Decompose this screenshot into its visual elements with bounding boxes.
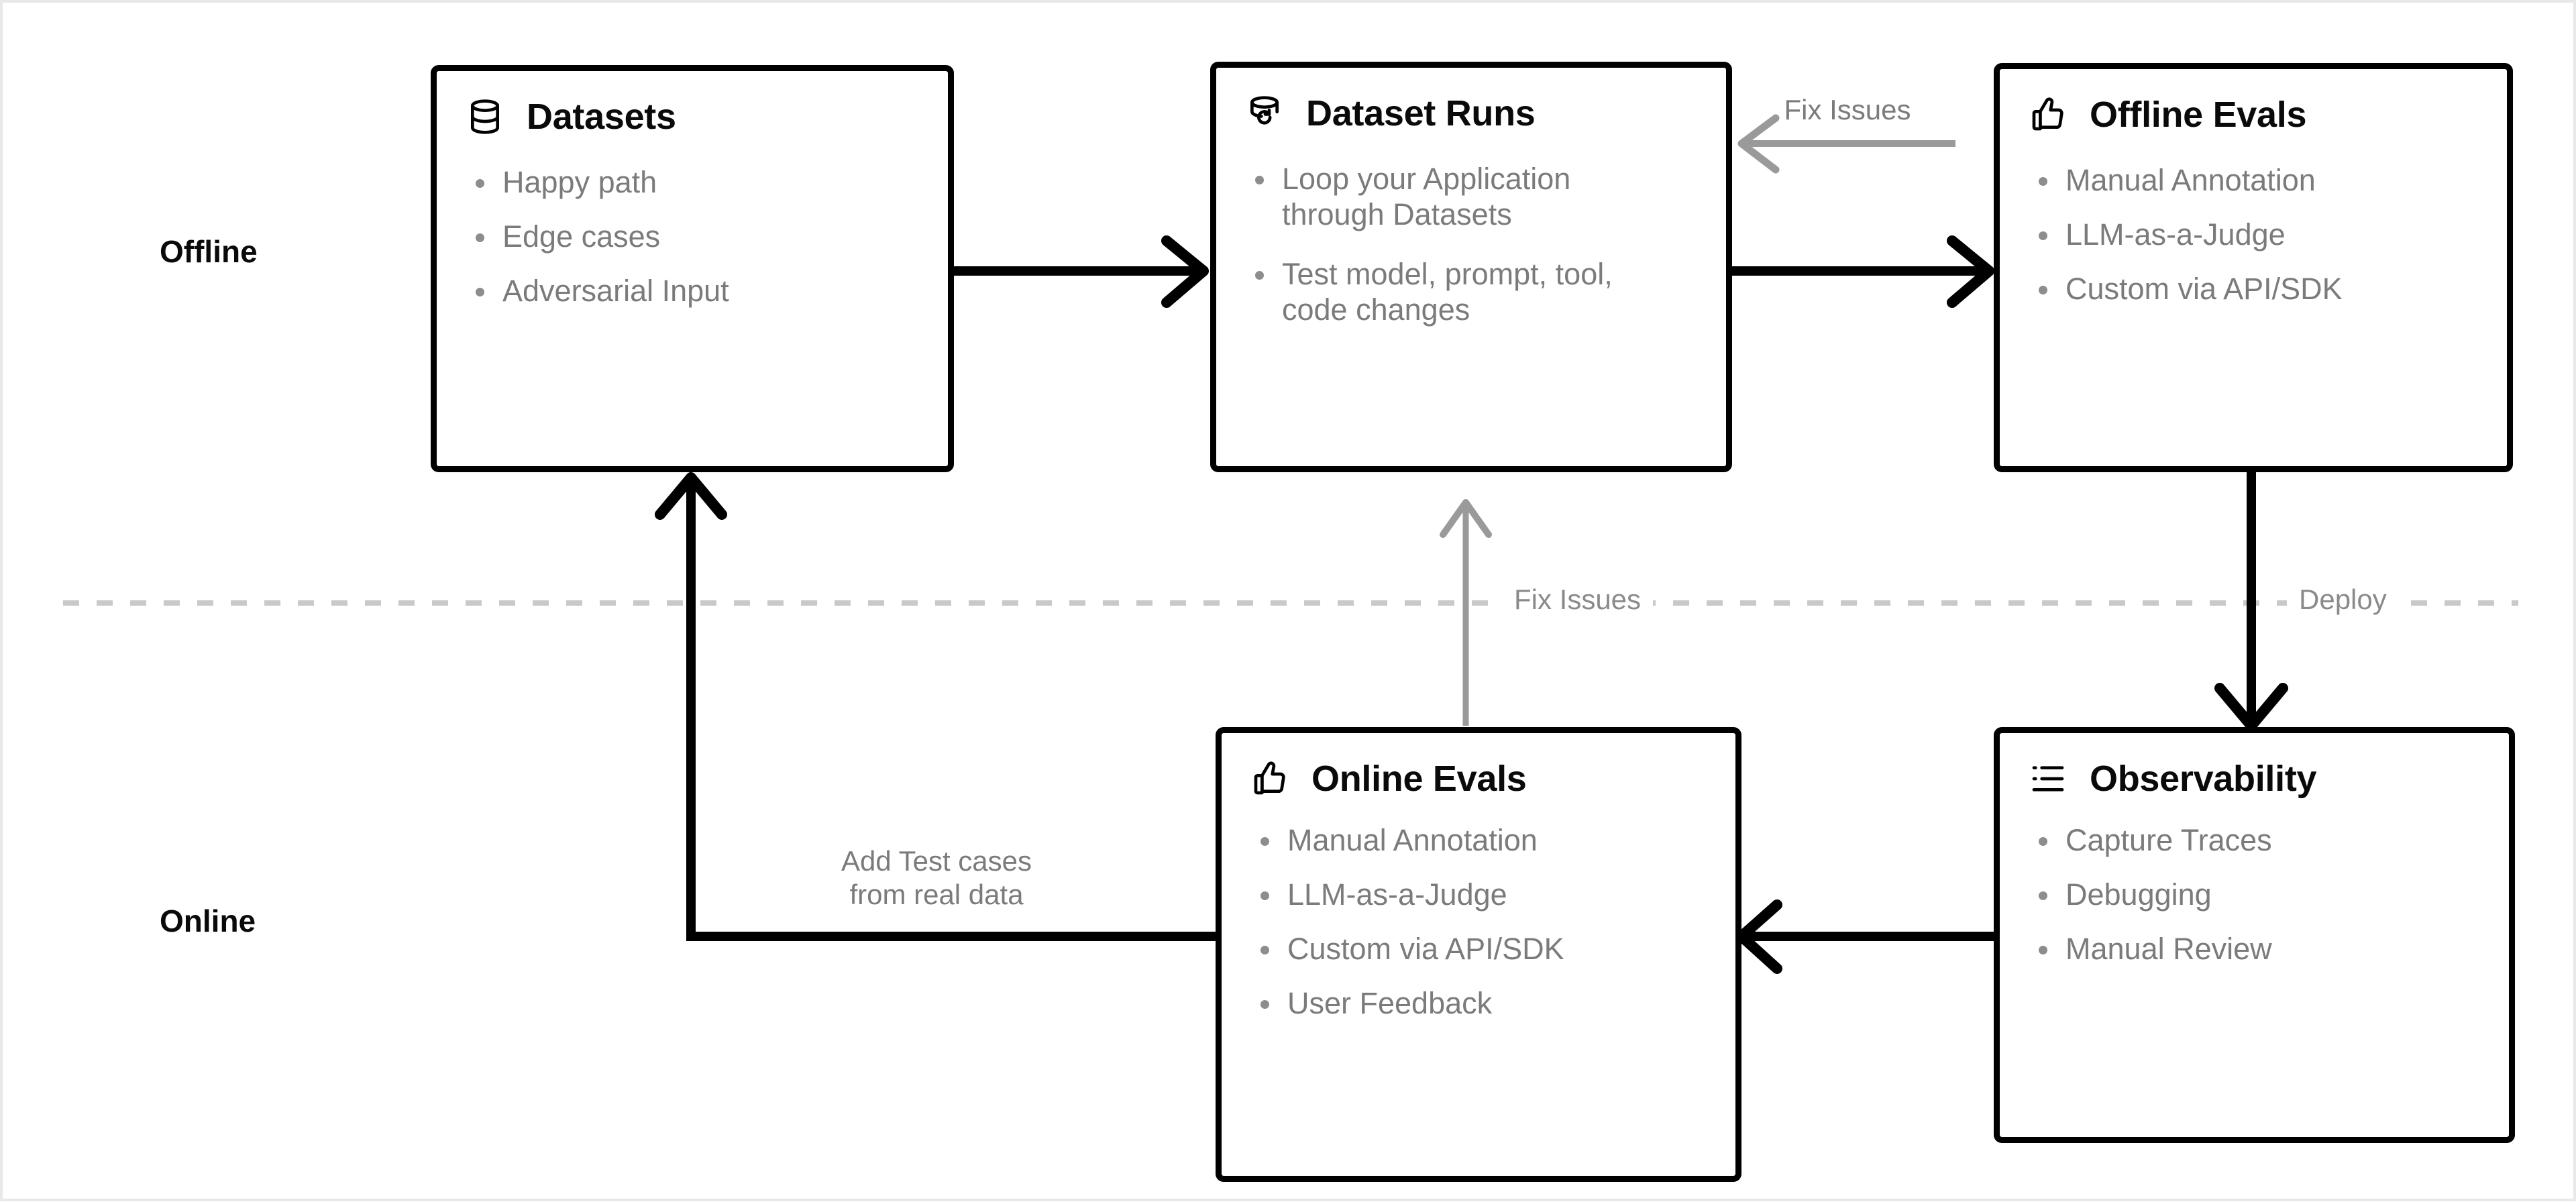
node-datasets-title: Datasets (527, 97, 676, 137)
list-item: LLM-as-a-Judge (1251, 877, 1706, 912)
list-item: Capture Traces (2029, 822, 2479, 858)
node-offline-evals-list: Manual Annotation LLM-as-a-Judge Custom … (2029, 162, 2477, 307)
edge-label-add-test-cases: Add Test cases from real data (841, 845, 1032, 910)
divider-label-deploy: Deploy (2287, 584, 2399, 616)
node-offline-evals-header: Offline Evals (2029, 96, 2477, 134)
database-refresh-icon (1250, 96, 1279, 125)
node-offline-evals[interactable]: Offline Evals Manual Annotation LLM-as-a… (1994, 63, 2513, 472)
thumbs-up-icon (1254, 761, 1285, 795)
edge-observability-to-online-evals (1736, 899, 1994, 974)
list-item: Loop your Application through Datasets (1246, 161, 1658, 232)
lane-label-offline: Offline (160, 234, 258, 269)
list-item: Manual Annotation (1251, 822, 1706, 858)
thumbs-up-icon (2032, 97, 2063, 131)
list-tree-icon (2032, 766, 2064, 792)
node-datasets[interactable]: Datasets Happy path Edge cases Adversari… (431, 65, 954, 472)
node-dataset-runs-header: Dataset Runs (1246, 95, 1697, 133)
edge-online-evals-to-dataset-runs (1440, 499, 1492, 726)
node-observability-list: Capture Traces Debugging Manual Review (2029, 822, 2479, 967)
node-datasets-header: Datasets (466, 98, 918, 136)
divider-label-fix-issues: Fix Issues (1502, 584, 1654, 616)
lane-label-online: Online (160, 904, 256, 938)
edge-offline-evals-to-dataset-runs (1737, 114, 1955, 174)
edge-datasets-to-dataset-runs (954, 235, 1209, 308)
connector-layer (63, 114, 2518, 974)
list-item: Custom via API/SDK (1251, 931, 1706, 967)
list-item: Happy path (466, 164, 918, 200)
list-item: Test model, prompt, tool, code changes (1246, 256, 1684, 327)
node-observability[interactable]: Observability Capture Traces Debugging M… (1994, 727, 2515, 1143)
list-item: Manual Annotation (2029, 162, 2477, 198)
database-icon (471, 99, 499, 135)
edge-online-evals-to-datasets (655, 472, 1216, 941)
node-online-evals-title: Online Evals (1311, 759, 1527, 799)
edge-label-fix-issues-top: Fix Issues (1784, 94, 1911, 125)
node-online-evals[interactable]: Online Evals Manual Annotation LLM-as-a-… (1216, 727, 1741, 1182)
list-item: Manual Review (2029, 931, 2479, 967)
list-item: Debugging (2029, 877, 2479, 912)
list-item: LLM-as-a-Judge (2029, 217, 2477, 252)
edge-dataset-runs-to-offline-evals (1732, 235, 1994, 308)
node-offline-evals-title: Offline Evals (2090, 95, 2307, 135)
node-dataset-runs-title: Dataset Runs (1306, 93, 1536, 133)
edge-offline-evals-to-observability (2214, 472, 2288, 731)
list-item: Edge cases (466, 219, 918, 254)
node-dataset-runs[interactable]: Dataset Runs Loop your Application throu… (1210, 62, 1732, 472)
list-item: Adversarial Input (466, 273, 918, 309)
node-observability-title: Observability (2090, 759, 2317, 799)
node-dataset-runs-list: Loop your Application through Datasets T… (1246, 161, 1697, 327)
node-datasets-list: Happy path Edge cases Adversarial Input (466, 164, 918, 309)
list-item: User Feedback (1251, 985, 1706, 1021)
list-item: Custom via API/SDK (2029, 271, 2477, 307)
node-online-evals-list: Manual Annotation LLM-as-a-Judge Custom … (1251, 822, 1706, 1021)
node-online-evals-header: Online Evals (1251, 760, 1706, 798)
node-observability-header: Observability (2029, 760, 2479, 798)
